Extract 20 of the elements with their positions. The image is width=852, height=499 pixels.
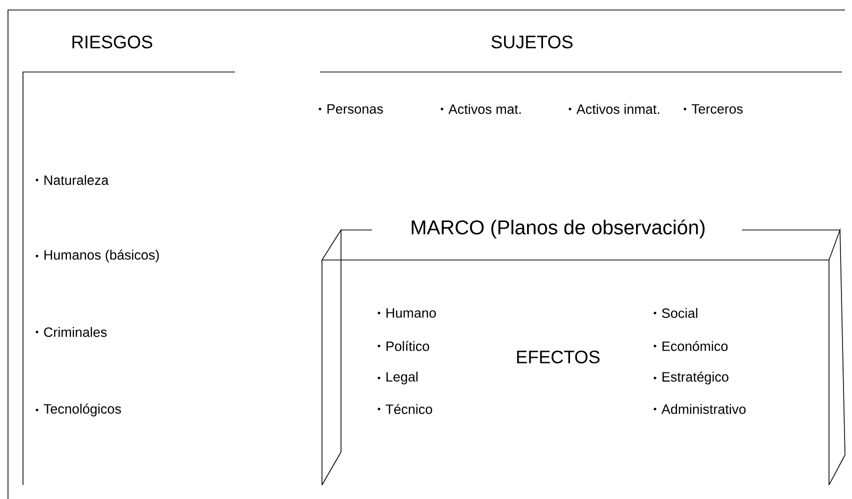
list-item: Administrativo bbox=[661, 404, 746, 414]
list-item: Humanos (básicos) bbox=[44, 250, 159, 262]
list-item: Criminales bbox=[44, 327, 107, 337]
list-item: Humano bbox=[386, 308, 436, 318]
list-item: Personas bbox=[328, 104, 383, 114]
list-item: Económico bbox=[662, 340, 728, 352]
list-item: Estratégico bbox=[662, 372, 728, 384]
list-item: Activos inmat. bbox=[576, 104, 660, 114]
panel-heading: SUJETOS bbox=[491, 36, 573, 48]
list-item: Social bbox=[662, 308, 698, 318]
frame-title: MARCO (Planos de observación) bbox=[412, 220, 705, 238]
list-item: Terceros bbox=[692, 104, 743, 114]
list-item: Legal bbox=[386, 372, 418, 384]
list-item: Tecnológicos bbox=[44, 404, 121, 416]
list-item: Político bbox=[386, 340, 430, 352]
center-label: EFECTOS bbox=[517, 350, 600, 364]
panel-heading: RIESGOS bbox=[72, 36, 152, 48]
list-item: Técnico bbox=[386, 404, 432, 414]
list-item: Naturaleza bbox=[44, 175, 109, 185]
list-item: Activos mat. bbox=[448, 104, 521, 114]
